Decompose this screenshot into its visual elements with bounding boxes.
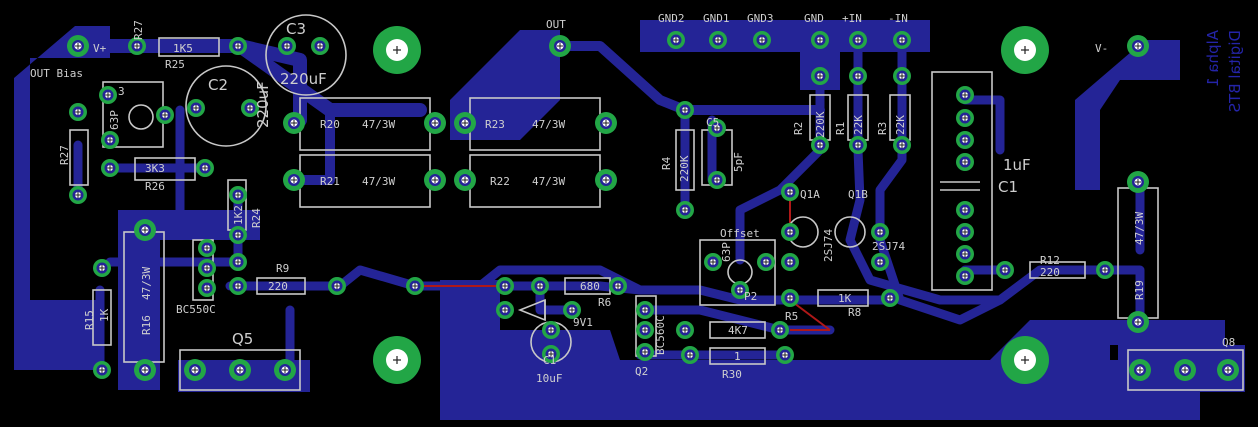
gnd1-label: GND1: [703, 12, 730, 25]
r7-value: 4K7: [728, 324, 748, 337]
copper-pours: [14, 20, 1245, 420]
r12-label: R12: [1040, 254, 1060, 267]
r19-label: R19: [1133, 280, 1146, 300]
c3-label: C3: [286, 20, 306, 38]
r3-label: R3: [876, 122, 889, 135]
q1-part2: 2SJ74: [822, 229, 835, 262]
inplus-label: +IN: [842, 12, 862, 25]
r9-label: R9: [276, 262, 289, 275]
r8-value: 1K: [838, 292, 852, 305]
gnd2-label: GND2: [658, 12, 685, 25]
r15-value: 1K: [98, 308, 111, 322]
c5-value: 5pF: [732, 152, 745, 172]
c3-value: 220uF: [280, 70, 327, 88]
silk-labels: V+ V- OUT GND2 GND1 GND3 GND +IN -IN OUT…: [30, 12, 1244, 385]
r30-value: 1: [734, 350, 741, 363]
q2-label: Q2: [635, 365, 648, 378]
c2-label: C2: [208, 76, 228, 94]
c1-label: C1: [543, 354, 556, 367]
r23-value: 47/3W: [532, 118, 565, 131]
c1-value: 10uF: [536, 372, 563, 385]
c2-value: 220uF: [254, 81, 272, 128]
r25-value: 1K5: [173, 42, 193, 55]
r6-label: R6: [598, 296, 611, 309]
vminus-label: V-: [1095, 42, 1108, 55]
r2-label: R2: [792, 122, 805, 135]
r16-label: R16: [140, 315, 153, 335]
q5-label: Q5: [232, 330, 253, 348]
c5-label: C5: [706, 116, 719, 129]
r9-value: 220: [268, 280, 288, 293]
mirrored-title-line2: Digital BTS: [1226, 30, 1244, 112]
q2-part: BC560C: [654, 315, 667, 355]
r20-value: 47/3W: [362, 118, 395, 131]
r1-label: R1: [834, 122, 847, 135]
r26-value: 3K3: [145, 162, 165, 175]
r8-label: R8: [848, 306, 861, 319]
q1-part: 2SJ74: [872, 240, 905, 253]
r23-label: R23: [485, 118, 505, 131]
r27-top-label: R27: [132, 20, 145, 40]
r20-label: R20: [320, 118, 340, 131]
p3-number: 3: [118, 85, 125, 98]
gnd-label: GND: [804, 12, 824, 25]
r22-label: R22: [490, 175, 510, 188]
mirrored-title-line1: Alpha 1: [1204, 30, 1222, 87]
r22-value: 47/3W: [532, 175, 565, 188]
r4-value: 220K: [678, 155, 691, 182]
q1b-label: Q1B: [848, 188, 868, 201]
r26-label: R26: [145, 180, 165, 193]
r15-label: R15: [83, 310, 96, 330]
r1-value: 22K: [852, 115, 865, 135]
r24-label: R24: [250, 208, 263, 228]
r21-value: 47/3W: [362, 175, 395, 188]
p3-value: 63P: [108, 110, 121, 130]
out-bias-label: OUT Bias: [30, 67, 83, 80]
offset-label: Offset: [720, 227, 760, 240]
r27-label: R27: [58, 145, 71, 165]
r12-value: 220: [1040, 266, 1060, 279]
r5-label: R5: [785, 310, 798, 323]
r16-value: 47/3W: [140, 267, 153, 300]
r6-value: 680: [580, 280, 600, 293]
vplus-label: V+: [93, 42, 107, 55]
r4-label: R4: [660, 156, 673, 170]
r21-label: R21: [320, 175, 340, 188]
c1-big-value: 1uF: [1003, 156, 1031, 174]
r25-label: R25: [165, 58, 185, 71]
r30-label: R30: [722, 368, 742, 381]
q4-part: BC550C: [176, 303, 216, 316]
inminus-label: -IN: [888, 12, 908, 25]
p2-label: P2: [744, 290, 757, 303]
out-label: OUT: [546, 18, 566, 31]
r2-value: 220K: [814, 111, 827, 138]
c1-big-label: C1: [998, 178, 1018, 196]
p2-value: 63P: [720, 242, 733, 262]
r24-value: 1K2: [232, 205, 245, 225]
r19-value: 47/3W: [1133, 212, 1146, 245]
d1-value: 9V1: [573, 316, 593, 329]
r3-value: 22K: [894, 115, 907, 135]
q8-label: Q8: [1222, 336, 1235, 349]
q1a-label: Q1A: [800, 188, 820, 201]
gnd3-label: GND3: [747, 12, 774, 25]
